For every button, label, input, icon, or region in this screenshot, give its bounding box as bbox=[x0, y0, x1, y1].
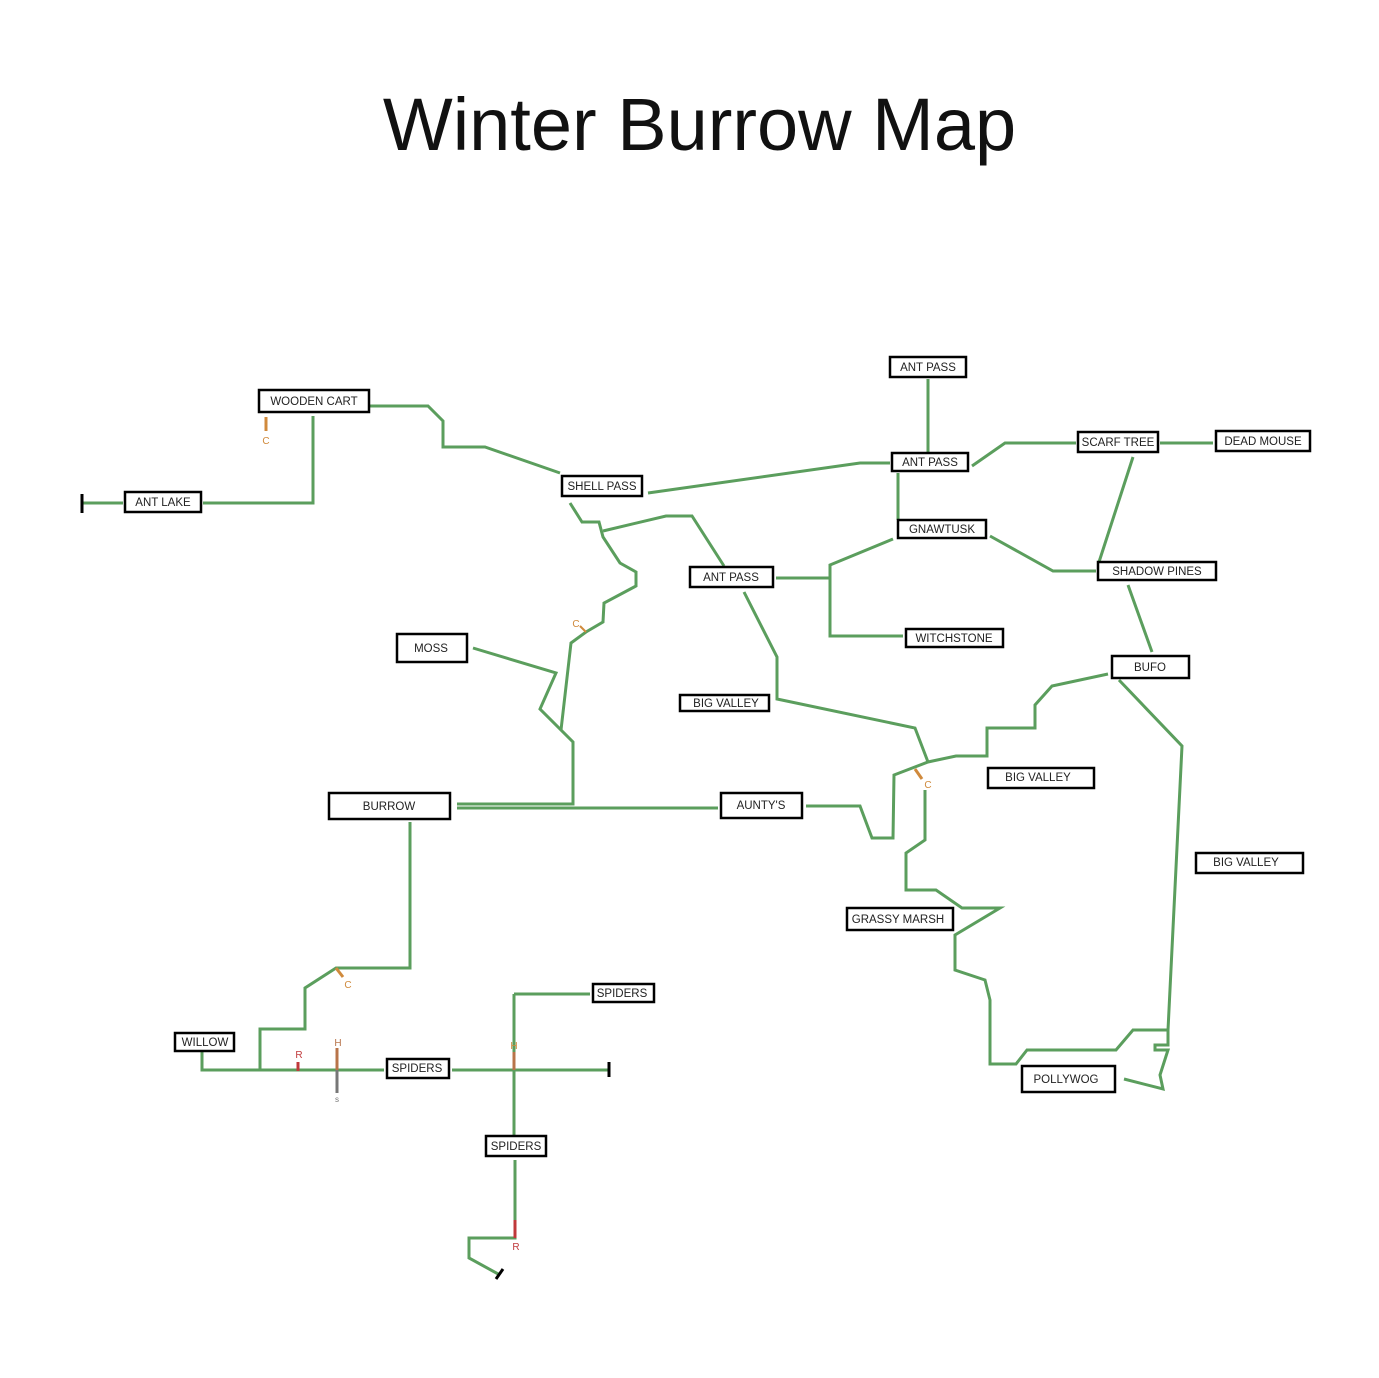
crafting-marker-label: C bbox=[924, 780, 931, 791]
crafting-marker-icon bbox=[913, 768, 924, 780]
location-label: SHADOW PINES bbox=[1112, 566, 1202, 578]
location-label: ANT PASS bbox=[900, 362, 956, 374]
location-label: GRASSY MARSH bbox=[852, 914, 944, 926]
location-label: WITCHSTONE bbox=[915, 633, 992, 645]
location-label: ANT PASS bbox=[902, 457, 958, 469]
location-spiders-south[interactable]: SPIDERS bbox=[484, 1134, 548, 1158]
path bbox=[1097, 456, 1135, 563]
location-label: WILLOW bbox=[182, 1037, 229, 1049]
path bbox=[742, 591, 930, 763]
location-label: POLLYWOG bbox=[1034, 1074, 1099, 1086]
location-gnawtusk[interactable]: GNAWTUSK bbox=[896, 518, 988, 540]
location-pollywog[interactable]: POLLYWOG bbox=[1020, 1064, 1117, 1094]
location-big-valley-west[interactable]: BIG VALLEY bbox=[678, 693, 771, 713]
h-marker-label: H bbox=[334, 1038, 341, 1049]
path bbox=[647, 461, 890, 495]
locations: WOODEN CART ANT LAKE SHELL PASS ANT PASS… bbox=[123, 355, 1312, 1158]
location-ant-lake[interactable]: ANT LAKE bbox=[123, 490, 203, 514]
location-willow[interactable]: WILLOW bbox=[173, 1031, 236, 1053]
path bbox=[971, 441, 1076, 468]
location-label: BUFO bbox=[1134, 662, 1166, 674]
location-label: MOSS bbox=[414, 643, 448, 655]
path bbox=[200, 1052, 384, 1072]
location-label: BURROW bbox=[363, 801, 416, 813]
path bbox=[602, 514, 726, 567]
path bbox=[467, 1160, 517, 1277]
s-marker-label: s bbox=[335, 1095, 339, 1104]
location-shell-pass[interactable]: SHELL PASS bbox=[560, 474, 644, 498]
map-title: Winter Burrow Map bbox=[382, 83, 1017, 166]
location-label: BIG VALLEY bbox=[693, 698, 759, 710]
location-spiders-north[interactable]: SPIDERS bbox=[591, 982, 656, 1004]
location-label: BIG VALLEY bbox=[1005, 772, 1071, 784]
location-label: BIG VALLEY bbox=[1213, 857, 1279, 869]
path bbox=[904, 790, 1168, 1066]
path bbox=[370, 404, 561, 475]
location-big-valley-central[interactable]: BIG VALLEY bbox=[986, 766, 1096, 790]
location-witchstone[interactable]: WITCHSTONE bbox=[904, 627, 1005, 649]
location-label: SHELL PASS bbox=[567, 481, 636, 493]
location-label: AUNTY'S bbox=[737, 800, 786, 812]
markers: C C C C R H s H R bbox=[80, 417, 932, 1280]
location-ant-pass-north[interactable]: ANT PASS bbox=[888, 355, 968, 379]
location-dead-mouse[interactable]: DEAD MOUSE bbox=[1214, 429, 1312, 453]
location-bufo[interactable]: BUFO bbox=[1110, 654, 1191, 680]
crafting-marker-label: C bbox=[344, 980, 351, 991]
location-moss[interactable]: MOSS bbox=[395, 632, 469, 664]
location-grassy-marsh[interactable]: GRASSY MARSH bbox=[845, 906, 955, 932]
location-ant-pass-south[interactable]: ANT PASS bbox=[688, 565, 775, 589]
r-marker-label: R bbox=[295, 1050, 302, 1061]
location-scarf-tree[interactable]: SCARF TREE bbox=[1076, 430, 1160, 454]
location-ant-pass-central[interactable]: ANT PASS bbox=[890, 451, 970, 473]
path bbox=[1117, 678, 1184, 1092]
path bbox=[258, 822, 412, 1070]
crafting-marker-label: C bbox=[572, 619, 579, 630]
location-wooden-cart[interactable]: WOODEN CART bbox=[257, 388, 371, 414]
path bbox=[559, 502, 638, 731]
location-spiders-west[interactable]: SPIDERS bbox=[385, 1057, 451, 1080]
path bbox=[203, 416, 315, 505]
location-label: SCARF TREE bbox=[1082, 437, 1155, 449]
crafting-marker-icon bbox=[579, 625, 587, 633]
path bbox=[806, 672, 1109, 840]
path bbox=[457, 646, 575, 806]
location-shadow-pines[interactable]: SHADOW PINES bbox=[1096, 560, 1218, 582]
path bbox=[989, 534, 1096, 573]
h-marker-label: H bbox=[510, 1041, 517, 1052]
location-label: WOODEN CART bbox=[270, 396, 357, 408]
location-label: SPIDERS bbox=[392, 1063, 443, 1075]
location-label: SPIDERS bbox=[597, 988, 648, 1000]
r-marker-label: R bbox=[512, 1242, 519, 1253]
end-cap-icon bbox=[494, 1268, 505, 1280]
crafting-marker-label: C bbox=[262, 436, 269, 447]
location-label: ANT LAKE bbox=[135, 497, 191, 509]
location-label: DEAD MOUSE bbox=[1224, 436, 1302, 448]
path bbox=[828, 537, 903, 638]
location-label: ANT PASS bbox=[703, 572, 759, 584]
location-label: GNAWTUSK bbox=[909, 524, 975, 536]
location-label: SPIDERS bbox=[491, 1141, 542, 1153]
crafting-marker-icon bbox=[334, 967, 345, 978]
location-auntys[interactable]: AUNTY'S bbox=[719, 791, 804, 820]
paths bbox=[82, 379, 1213, 1277]
location-big-valley-east[interactable]: BIG VALLEY bbox=[1194, 851, 1305, 875]
path bbox=[1126, 584, 1154, 653]
location-burrow[interactable]: BURROW bbox=[327, 791, 452, 821]
